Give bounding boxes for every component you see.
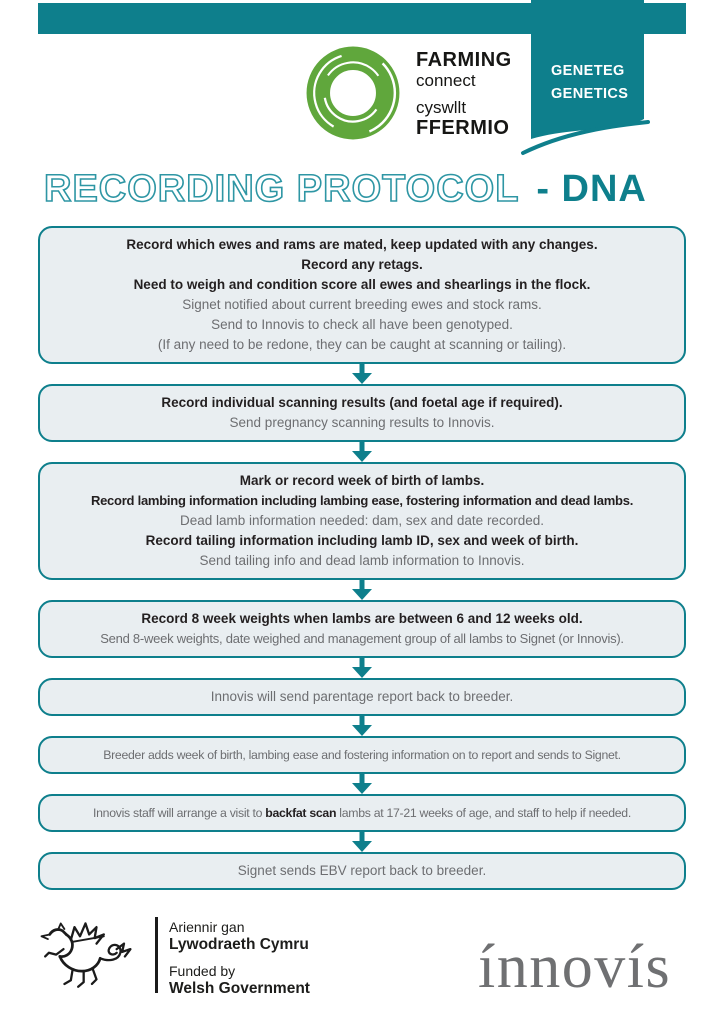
protocol-step-line: Send tailing info and dead lamb informat… <box>50 551 674 571</box>
protocol-step-text-segment: Signet notified about current breeding e… <box>182 297 542 312</box>
protocol-step-box: Innovis will send parentage report back … <box>38 678 686 716</box>
ffermio-label: FFERMIO <box>416 117 510 139</box>
geneteg-genetics-label: GENETEG GENETICS <box>551 60 628 106</box>
protocol-step-text-segment: Innovis will send parentage report back … <box>210 689 514 704</box>
farming-connect-wordmark: FARMING connect cyswllt FFERMIO <box>416 50 512 139</box>
flow-arrow-down-icon <box>38 774 686 794</box>
innovis-wordmark: ínnovís <box>478 933 672 1001</box>
protocol-step-text-segment: lambs at 17-21 weeks of age, and staff t… <box>336 806 631 820</box>
protocol-step-text-segment: Need to weigh and condition score all ew… <box>133 277 591 292</box>
protocol-step-box: Signet sends EBV report back to breeder. <box>38 852 686 890</box>
protocol-step-text-segment: Record tailing information including lam… <box>145 533 579 548</box>
funder-welsh-line2: Lywodraeth Cymru <box>169 936 309 953</box>
geneteg-ribbon-icon <box>521 0 650 155</box>
protocol-step-line: Dead lamb information needed: dam, sex a… <box>50 511 674 531</box>
funder-divider <box>155 917 158 993</box>
protocol-step-text-segment: (If any need to be redone, they can be c… <box>157 337 567 352</box>
ribbon-line-welsh: GENETEG <box>551 63 625 79</box>
protocol-step-line: Record tailing information including lam… <box>50 531 674 551</box>
protocol-step-line: Send 8-week weights, date weighed and ma… <box>50 629 674 649</box>
protocol-step-line: Record individual scanning results (and … <box>50 393 674 413</box>
protocol-step-text-segment: Record individual scanning results (and … <box>161 395 563 410</box>
protocol-step-box: Record individual scanning results (and … <box>38 384 686 442</box>
flow-arrow-down-icon <box>38 658 686 678</box>
flow-arrow-down-icon <box>38 580 686 600</box>
flow-arrow-down-icon <box>38 442 686 462</box>
protocol-step-line: Record which ewes and rams are mated, ke… <box>50 235 674 255</box>
protocol-step-text-segment: Send 8-week weights, date weighed and ma… <box>100 631 624 646</box>
protocol-step-box: Record which ewes and rams are mated, ke… <box>38 226 686 364</box>
flow-chart: Record which ewes and rams are mated, ke… <box>38 226 686 890</box>
protocol-step-line: Signet notified about current breeding e… <box>50 295 674 315</box>
protocol-step-line: (If any need to be redone, they can be c… <box>50 335 674 355</box>
welsh-dragon-icon <box>40 922 132 988</box>
protocol-step-text-segment: Record any retags. <box>301 257 423 272</box>
title-outline-part: RECORDING PROTOCOL <box>43 167 519 211</box>
protocol-step-line: Send to Innovis to check all have been g… <box>50 315 674 335</box>
protocol-step-text-segment: Mark or record week of birth of lambs. <box>239 473 485 488</box>
protocol-step-text-segment: Send tailing info and dead lamb informat… <box>199 553 525 568</box>
funder-welsh-line1: Ariennir gan <box>169 919 245 935</box>
protocol-step-text-segment: Send pregnancy scanning results to Innov… <box>229 415 495 430</box>
farming-label: FARMING <box>416 49 512 71</box>
funder-english-line1: Funded by <box>169 963 236 979</box>
ribbon-line-english: GENETICS <box>551 86 629 102</box>
protocol-step-line: Send pregnancy scanning results to Innov… <box>50 413 674 433</box>
protocol-step-text-segment: Record lambing information including lam… <box>90 493 634 508</box>
protocol-step-line: Innovis will send parentage report back … <box>50 687 674 707</box>
protocol-step-line: Record lambing information including lam… <box>50 491 674 511</box>
protocol-step-text-segment: backfat scan <box>265 806 337 820</box>
flow-arrow-down-icon <box>38 832 686 852</box>
protocol-step-text-segment: Breeder adds week of birth, lambing ease… <box>103 748 621 762</box>
protocol-step-box: Innovis staff will arrange a visit to ba… <box>38 794 686 832</box>
protocol-step-box: Breeder adds week of birth, lambing ease… <box>38 736 686 774</box>
protocol-step-line: Breeder adds week of birth, lambing ease… <box>50 745 674 765</box>
title-solid-part: - DNA <box>536 168 647 210</box>
protocol-step-line: Innovis staff will arrange a visit to ba… <box>50 803 674 823</box>
connect-label: connect <box>416 71 476 90</box>
protocol-step-text-segment: Send to Innovis to check all have been g… <box>211 317 513 332</box>
page-title: RECORDING PROTOCOL - DNA <box>43 167 647 211</box>
protocol-step-text-segment: Innovis staff will arrange a visit to <box>93 806 266 820</box>
funder-english-line2: Welsh Government <box>169 980 310 997</box>
protocol-step-text-segment: Record which ewes and rams are mated, ke… <box>126 237 598 252</box>
protocol-step-text-segment: Record 8 week weights when lambs are bet… <box>141 611 583 626</box>
welsh-government-funder-block: Ariennir gan Lywodraeth Cymru Funded by … <box>169 919 310 998</box>
protocol-step-box: Record 8 week weights when lambs are bet… <box>38 600 686 658</box>
protocol-step-box: Mark or record week of birth of lambs. Re… <box>38 462 686 580</box>
protocol-step-text-segment: Signet sends EBV report back to breeder. <box>237 863 487 878</box>
flow-arrow-down-icon <box>38 716 686 736</box>
flow-arrow-down-icon <box>38 364 686 384</box>
protocol-step-line: Record 8 week weights when lambs are bet… <box>50 609 674 629</box>
protocol-step-text-segment: Dead lamb information needed: dam, sex a… <box>180 513 544 528</box>
protocol-step-line: Signet sends EBV report back to breeder. <box>50 861 674 881</box>
cyswllt-label: cyswllt <box>416 98 467 117</box>
protocol-step-line: Need to weigh and condition score all ew… <box>50 275 674 295</box>
farming-connect-swirl-icon <box>306 46 400 140</box>
protocol-step-line: Mark or record week of birth of lambs. <box>50 471 674 491</box>
protocol-step-line: Record any retags. <box>50 255 674 275</box>
